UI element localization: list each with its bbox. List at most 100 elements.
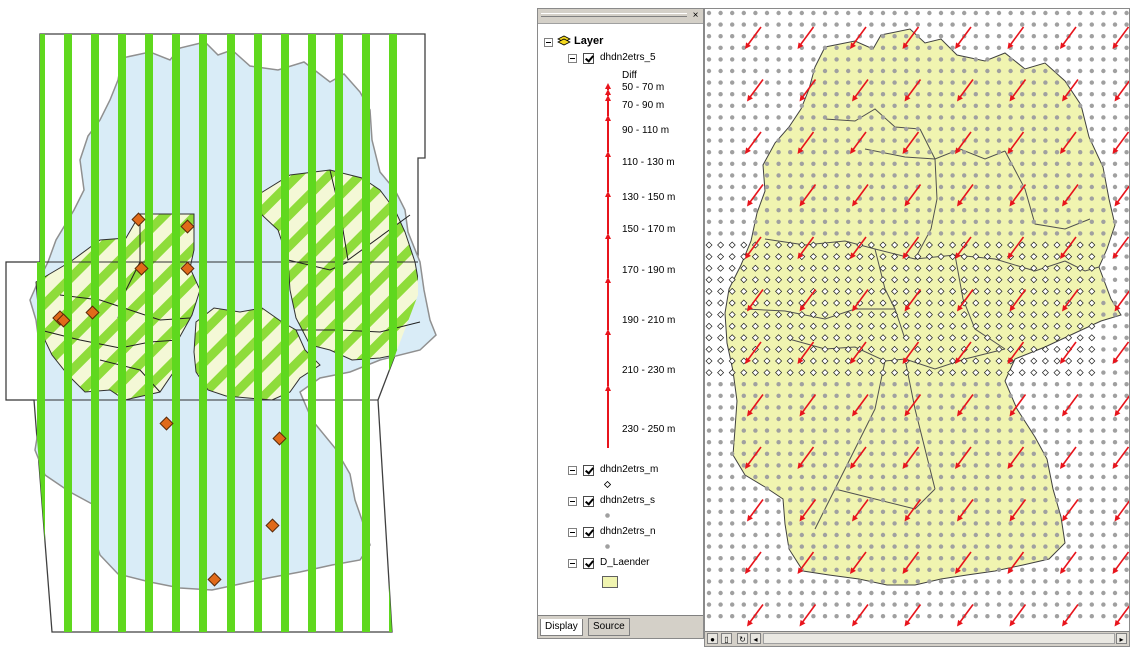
tree-minus-icon[interactable] bbox=[568, 559, 577, 568]
grid-point-dot bbox=[1054, 103, 1060, 109]
toc-titlebar[interactable]: × bbox=[538, 9, 703, 24]
horizontal-scrollbar[interactable] bbox=[763, 633, 1115, 644]
close-icon[interactable]: × bbox=[692, 10, 699, 21]
grid-point-dot bbox=[706, 602, 712, 607]
grid-point-dot bbox=[846, 579, 851, 584]
grid-point-dot bbox=[869, 498, 874, 503]
grid-point-dot bbox=[764, 45, 770, 50]
grid-point-dot bbox=[741, 614, 746, 619]
tree-minus-icon[interactable] bbox=[568, 497, 577, 506]
grid-point-dot bbox=[962, 602, 967, 607]
layer-name-dhdn2etrs-m[interactable]: dhdn2etrs_m bbox=[600, 464, 659, 475]
grid-point-dot bbox=[915, 590, 920, 596]
grid-point-dot bbox=[1101, 196, 1106, 201]
tree-minus-icon[interactable] bbox=[568, 528, 577, 537]
displacement-arrow-head bbox=[797, 147, 804, 154]
grid-point-diamond bbox=[809, 264, 817, 272]
grid-point-dot bbox=[1101, 521, 1106, 526]
grid-point-diamond bbox=[1076, 241, 1084, 249]
tree-minus-icon[interactable] bbox=[568, 466, 577, 475]
grid-point-dot bbox=[1112, 347, 1118, 352]
grid-point-dot bbox=[1112, 416, 1118, 422]
grid-point-dot bbox=[1054, 184, 1060, 190]
grid-point-dot bbox=[1043, 92, 1048, 97]
tab-source[interactable]: Source bbox=[588, 618, 630, 636]
displacement-arrow-head bbox=[799, 94, 806, 102]
grid-point-dot bbox=[915, 196, 920, 201]
grid-point-dot bbox=[1089, 103, 1094, 109]
grid-point-diamond bbox=[1053, 334, 1061, 342]
grid-point-dot bbox=[788, 474, 793, 480]
layer-name-dhdn2etrs-s[interactable]: dhdn2etrs_s bbox=[600, 495, 656, 506]
toc-root-label[interactable]: Layer bbox=[574, 35, 604, 47]
grid-point-dot bbox=[1101, 544, 1106, 549]
layer-visibility-checkbox[interactable] bbox=[583, 465, 594, 476]
grid-point-diamond bbox=[821, 369, 829, 377]
grid-point-dot bbox=[1101, 614, 1106, 619]
grid-point-dot bbox=[718, 231, 723, 236]
layer-name-dhdn2etrs-n[interactable]: dhdn2etrs_n bbox=[600, 526, 656, 537]
grid-point-dot bbox=[915, 68, 920, 74]
layer-name-dhdn2etrs-5[interactable]: dhdn2etrs_5 bbox=[600, 52, 656, 63]
layer-visibility-checkbox[interactable] bbox=[583, 558, 594, 569]
grid-point-diamond bbox=[925, 241, 933, 249]
grid-point-dot bbox=[741, 532, 746, 538]
grid-point-dot bbox=[962, 126, 967, 132]
grid-point-dot bbox=[799, 498, 804, 503]
right-map-arrows[interactable] bbox=[705, 9, 1129, 632]
grid-point-dot bbox=[1066, 474, 1071, 480]
displacement-arrow-shaft bbox=[1008, 341, 1025, 362]
grid-point-dot bbox=[1054, 92, 1060, 97]
globe-icon[interactable]: ● bbox=[707, 633, 718, 644]
layer-visibility-checkbox[interactable] bbox=[583, 496, 594, 507]
grid-point-dot bbox=[1078, 208, 1083, 213]
grid-point-dot bbox=[1078, 509, 1083, 514]
grid-point-dot bbox=[996, 184, 1002, 190]
grid-point-diamond bbox=[972, 334, 980, 342]
refresh-icon[interactable]: ↻ bbox=[737, 633, 748, 644]
tab-display[interactable]: Display bbox=[540, 619, 583, 636]
grid-point-dot bbox=[822, 532, 828, 538]
scroll-left-icon[interactable]: ◂ bbox=[750, 633, 761, 644]
grid-point-dot bbox=[788, 579, 793, 584]
grid-point-diamond bbox=[809, 276, 817, 284]
grid-point-dot bbox=[1112, 556, 1118, 561]
layer-visibility-checkbox[interactable] bbox=[583, 53, 594, 64]
grid-point-dot bbox=[730, 509, 735, 514]
layer-visibility-checkbox[interactable] bbox=[583, 527, 594, 538]
grid-point-dot bbox=[706, 556, 712, 561]
scroll-right-icon[interactable]: ▸ bbox=[1116, 633, 1127, 644]
grid-point-dot bbox=[846, 614, 851, 619]
tree-minus-icon[interactable] bbox=[568, 54, 577, 63]
displacement-arrow-shaft bbox=[905, 79, 922, 99]
grid-point-dot bbox=[927, 34, 932, 39]
grid-point-dot bbox=[950, 416, 955, 422]
grid-point-diamond bbox=[1018, 241, 1026, 249]
layer-name-d-laender[interactable]: D_Laender bbox=[600, 557, 650, 568]
grid-point-diamond bbox=[751, 287, 759, 295]
grid-point-dot bbox=[904, 10, 909, 16]
displacement-arrow-shaft bbox=[748, 394, 764, 414]
toc-grip[interactable] bbox=[541, 13, 687, 17]
grid-point-dot bbox=[1066, 590, 1071, 596]
displacement-arrow-head bbox=[1114, 304, 1121, 312]
tree-minus-icon[interactable] bbox=[544, 38, 553, 47]
grid-point-dot bbox=[857, 416, 862, 422]
grid-point-diamond bbox=[914, 276, 922, 284]
grid-point-dot bbox=[1124, 521, 1129, 526]
grid-point-dot bbox=[1031, 382, 1036, 387]
displacement-arrow-shaft bbox=[851, 551, 867, 572]
grid-point-dot bbox=[730, 567, 735, 572]
grid-point-diamond bbox=[867, 276, 875, 284]
page-layout-icon[interactable]: ▯ bbox=[721, 633, 732, 644]
grid-point-dot bbox=[741, 161, 746, 166]
grid-point-dot bbox=[799, 451, 804, 456]
grid-point-dot bbox=[1031, 126, 1036, 132]
grid-point-dot bbox=[811, 509, 816, 514]
grid-point-dot bbox=[904, 544, 909, 549]
grid-point-dot bbox=[962, 219, 967, 224]
grid-point-dot bbox=[857, 382, 862, 387]
grid-point-dot bbox=[996, 567, 1002, 572]
grid-point-dot bbox=[1031, 544, 1036, 549]
grid-point-dot bbox=[741, 184, 746, 190]
